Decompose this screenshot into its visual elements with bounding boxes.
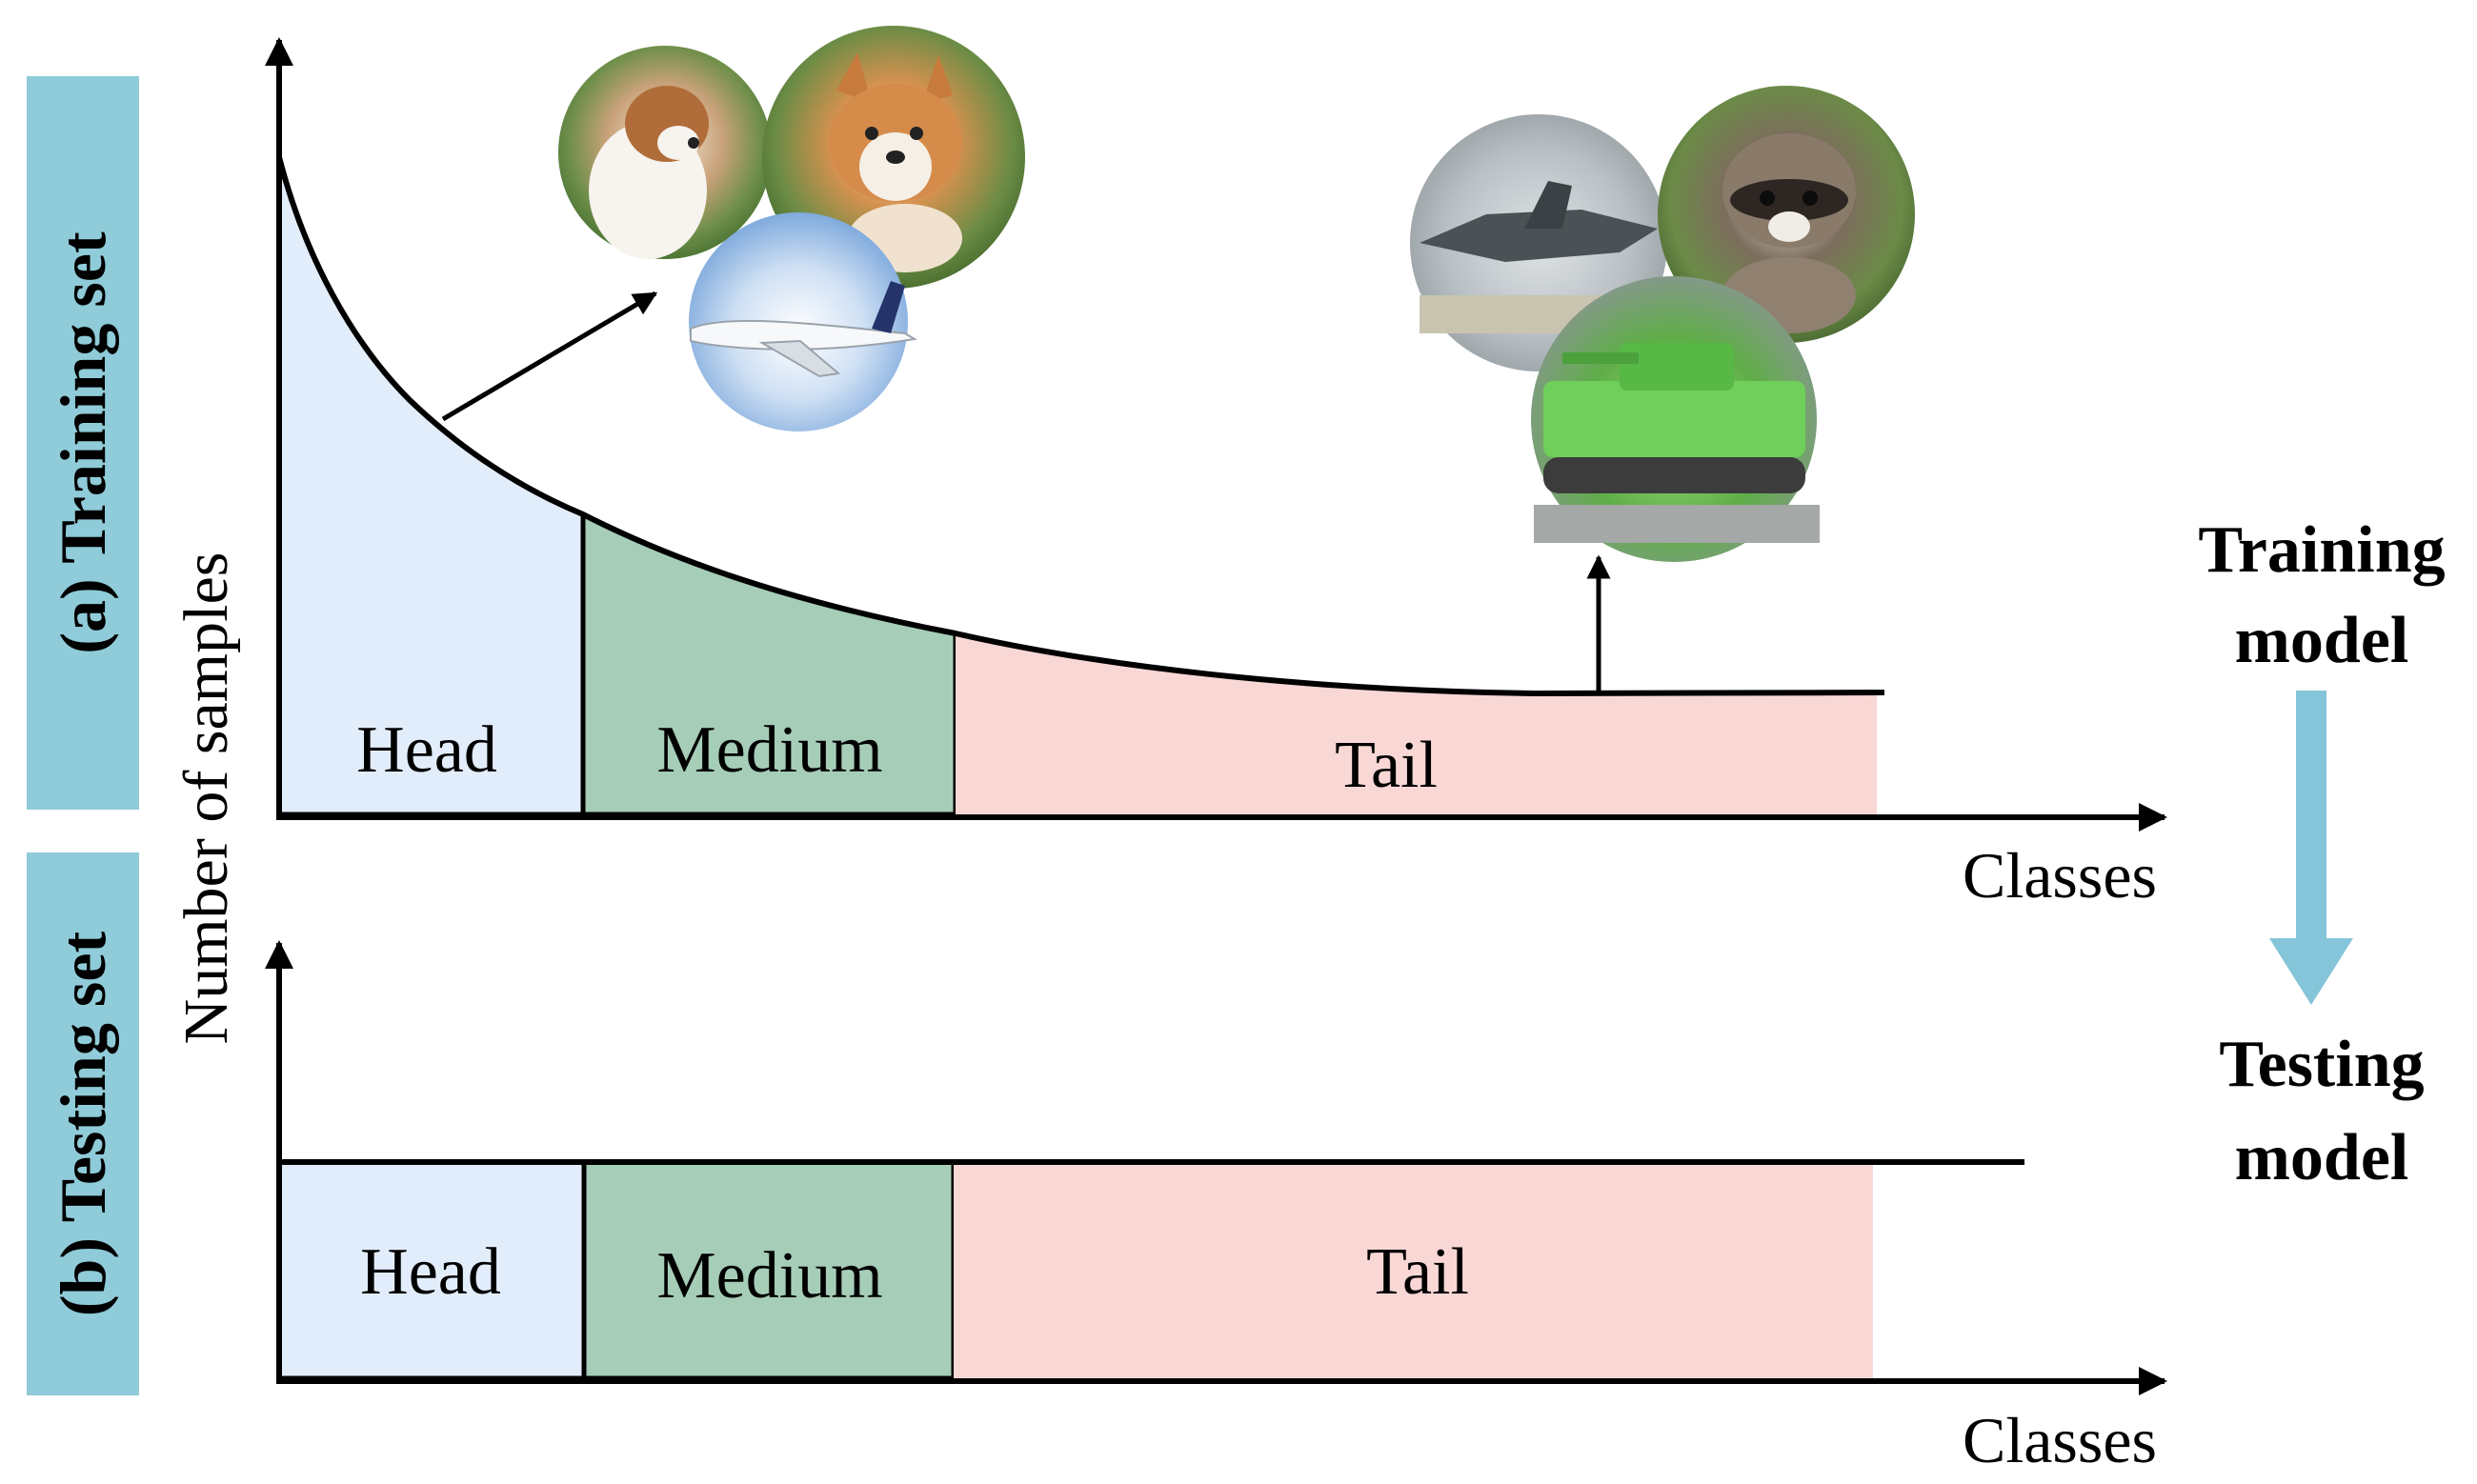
training-tail-region: [956, 633, 1877, 814]
training-set-label-box: [27, 76, 139, 810]
testing-tail-region: [954, 1162, 1873, 1378]
testing-set-label: (b) Testing set: [47, 932, 119, 1317]
raccoon-photo: [1658, 86, 1915, 343]
puppy-photo: [558, 46, 772, 259]
testing-medium-label: Medium: [656, 1239, 882, 1313]
training-tail-label: Tail: [1335, 729, 1438, 802]
head-images-cluster: [558, 26, 1025, 431]
testing-set-label-box: [27, 852, 139, 1395]
testing-panel: Head Medium Tail Classes: [265, 940, 2167, 1476]
y-axis-label: Number of samples: [171, 552, 241, 1045]
tank-photo: [1531, 276, 1820, 562]
testing-model-label-line1: Testing: [2219, 1028, 2424, 1101]
testing-head-label: Head: [360, 1235, 501, 1309]
long-tail-curve: [276, 156, 1885, 697]
testing-x-axis-label: Classes: [1963, 1404, 2157, 1476]
head-pointer-arrow: [441, 291, 658, 422]
training-model-label-line2: model: [2235, 604, 2409, 677]
testing-set-side-label: (b) Testing set: [27, 852, 139, 1395]
airplane-photo: [689, 212, 917, 431]
testing-medium-region: [581, 1159, 957, 1381]
training-medium-label: Medium: [656, 713, 882, 787]
tail-images-cluster: [1410, 86, 1915, 562]
training-x-axis-label: Classes: [1963, 839, 2157, 912]
training-set-label: (a) Training set: [47, 231, 119, 654]
training-model-label-line1: Training: [2198, 513, 2445, 587]
training-set-side-label: (a) Training set: [27, 76, 139, 810]
model-flow: Training model Testing model: [2198, 513, 2445, 1194]
training-head-label: Head: [356, 713, 497, 787]
training-panel: Head Medium Tail Classes: [265, 26, 2167, 912]
testing-model-label-line2: model: [2235, 1121, 2409, 1194]
training-to-testing-arrow: [2269, 691, 2353, 1005]
testing-tail-label: Tail: [1366, 1235, 1469, 1309]
